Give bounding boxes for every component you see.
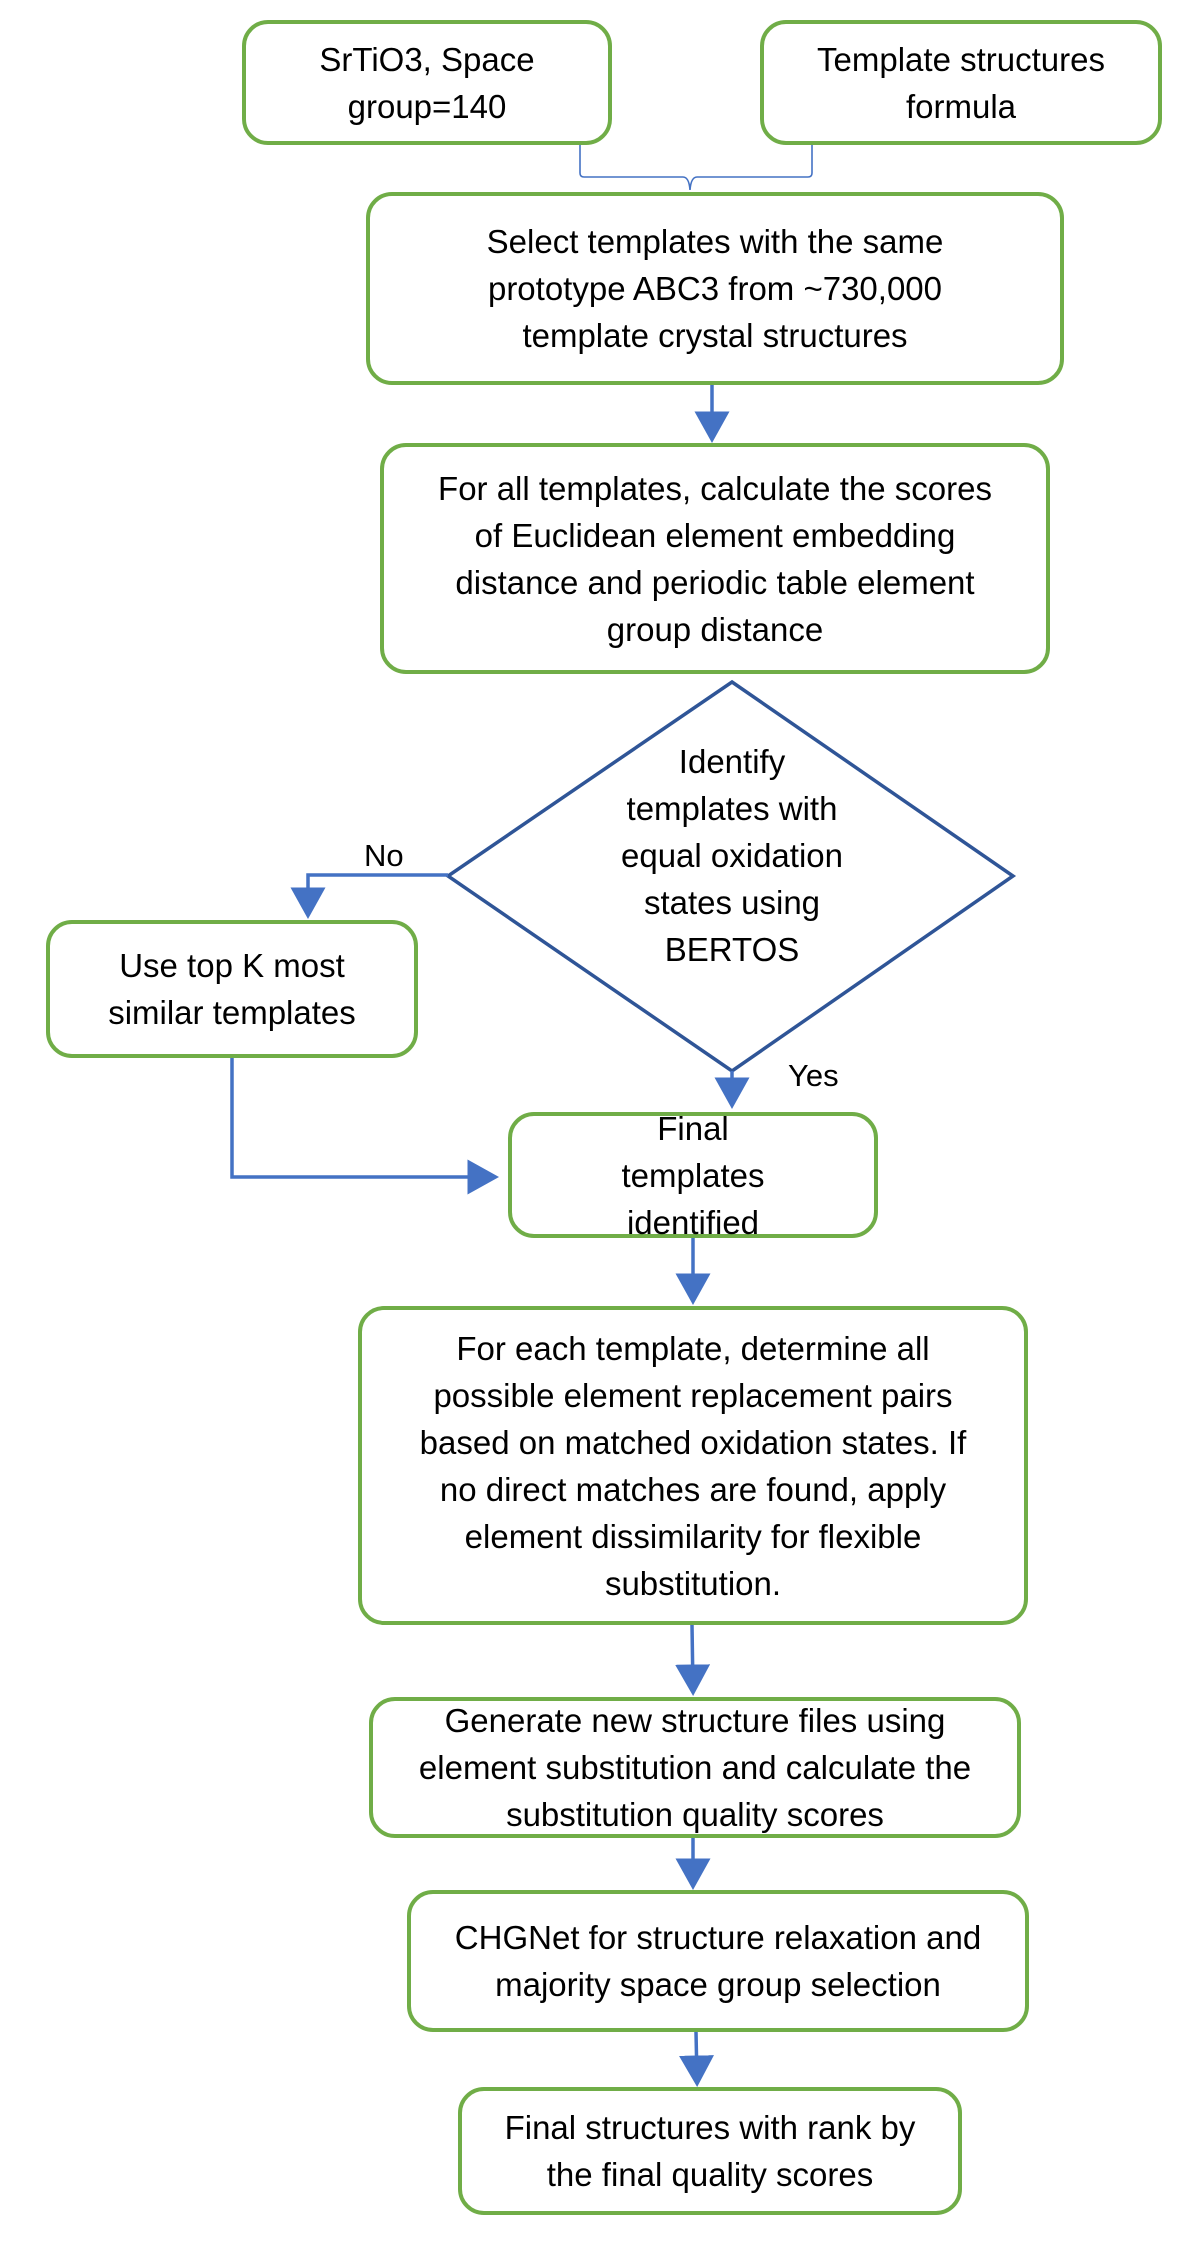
template-formula-text: Template structures formula	[817, 40, 1105, 125]
template-formula-box: Template structures formula	[760, 20, 1162, 145]
merge-brace	[579, 145, 813, 191]
final-templates-text: Final templates identified	[621, 1109, 765, 1241]
select-templates-box: Select templates with the same prototype…	[366, 192, 1064, 385]
no-label: No	[364, 838, 404, 873]
top-k-box: Use top K most similar templates	[46, 920, 418, 1058]
decision-text: Identify templates with equal oxidation …	[620, 743, 843, 968]
final-structures-text: Final structures with rank by the final …	[504, 2109, 916, 2193]
generate-structures-text: Generate new structure files using eleme…	[418, 1702, 972, 1833]
edge-pairs-to-generate	[675, 1624, 711, 1696]
edge-topk-to-final	[230, 1058, 499, 1195]
final-templates-box: Final templates identified	[508, 1110, 878, 1241]
calculate-scores-box: For all templates, calculate the scores …	[380, 443, 1050, 674]
input-structure-text: SrTiO3, Space group=140	[319, 40, 535, 125]
generate-structures-box: Generate new structure files using eleme…	[369, 1697, 1021, 1838]
final-structures-box: Final structures with rank by the final …	[458, 2087, 962, 2215]
yes-label: Yes	[788, 1058, 839, 1093]
replacement-pairs-box: For each template, determine all possibl…	[358, 1306, 1028, 1625]
edge-chgnet-to-final-structures	[678, 2031, 714, 2087]
select-templates-text: Select templates with the same prototype…	[486, 223, 944, 354]
input-structure-box: SrTiO3, Space group=140	[242, 20, 612, 145]
edge-decision-no	[290, 873, 448, 919]
top-k-text: Use top K most similar templates	[108, 947, 356, 1031]
calculate-scores-text: For all templates, calculate the scores …	[438, 469, 992, 648]
replacement-pairs-text: For each template, determine all possibl…	[419, 1329, 967, 1602]
chgnet-box: CHGNet for structure relaxation and majo…	[407, 1890, 1029, 2032]
chgnet-text: CHGNet for structure relaxation and majo…	[454, 1919, 982, 2003]
